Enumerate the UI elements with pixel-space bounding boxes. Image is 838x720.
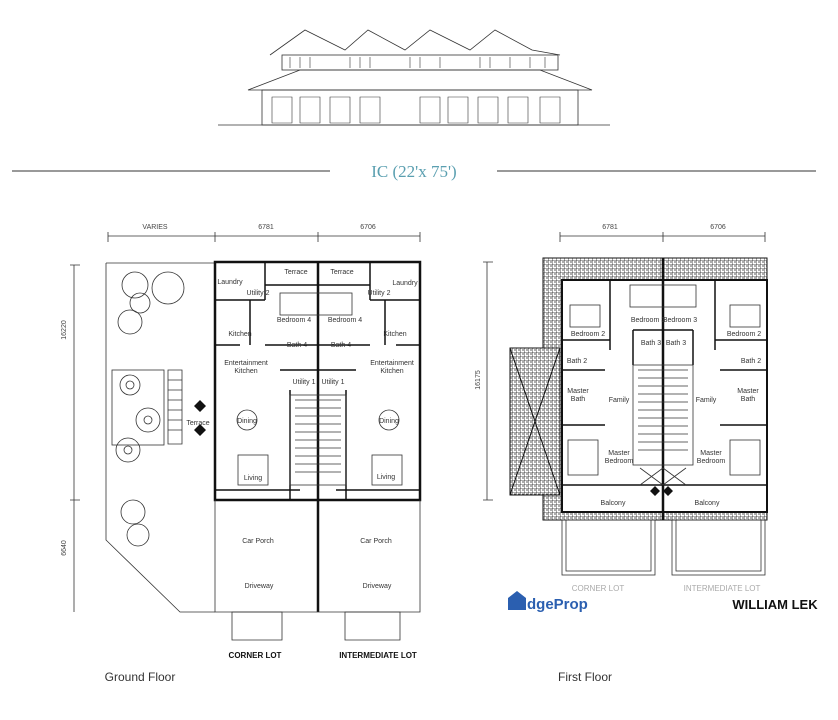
first-floor-room-labels: Bedroom 2 Bedroom 3 Bedroom 3 Bedroom 2 …: [567, 317, 761, 507]
room-label: Kitchen: [234, 368, 257, 375]
lot-label-intermediate: INTERMEDIATE LOT: [684, 584, 761, 593]
lot-label-corner: CORNER LOT: [572, 584, 625, 593]
room-label: Master: [700, 450, 722, 457]
room-label: Balcony: [601, 500, 626, 507]
room-label: Bedroom 3: [663, 317, 697, 324]
room-label: Bedroom: [697, 458, 726, 465]
front-elevation-drawing: [218, 29, 610, 126]
room-label: Utility 1: [293, 379, 316, 386]
room-label: Bedroom 3: [631, 317, 665, 324]
dimension-label: 6706: [360, 224, 376, 231]
room-label: Dining: [237, 418, 257, 425]
house-icon: [508, 591, 526, 610]
room-label: Bedroom 4: [328, 317, 362, 324]
first-floor-dimensions: [483, 232, 766, 501]
dimension-label: 16175: [475, 370, 482, 390]
room-label: Family: [609, 397, 630, 404]
room-label: Utility 1: [322, 379, 345, 386]
edgeprop-logo-text: dgeProp: [527, 596, 588, 613]
room-label: Driveway: [245, 583, 274, 590]
room-label: Bath 2: [567, 358, 587, 365]
room-label: Balcony: [695, 500, 720, 507]
dimension-label: 6706: [710, 224, 726, 231]
ground-floor-plan: [105, 260, 422, 641]
room-label: Bath 4: [331, 342, 351, 349]
agent-name: WILLIAM LEK: [732, 597, 818, 612]
room-label: Terrace: [284, 269, 307, 276]
room-label: Entertainment: [224, 360, 268, 367]
room-label: Master: [608, 450, 630, 457]
dimension-label: VARIES: [142, 224, 167, 231]
room-label: Car Porch: [242, 538, 274, 545]
room-label: Bedroom: [605, 458, 634, 465]
room-label: Dining: [379, 418, 399, 425]
first-floor-caption: First Floor: [558, 670, 612, 684]
room-label: Master: [567, 388, 589, 395]
lot-label-intermediate: INTERMEDIATE LOT: [339, 651, 417, 660]
room-label: Kitchen: [228, 331, 251, 338]
dimension-label: 16220: [61, 320, 68, 340]
room-label: Entertainment: [370, 360, 414, 367]
first-floor-plan: [509, 257, 768, 576]
room-label: Living: [377, 474, 395, 481]
room-label: Utility 2: [368, 290, 391, 297]
dimension-label: 6640: [61, 540, 68, 556]
room-label: Bedroom 2: [571, 331, 605, 338]
room-label: Utility 2: [247, 290, 270, 297]
room-label: Bath 2: [741, 358, 761, 365]
room-label: Kitchen: [383, 331, 406, 338]
room-label: Bath 3: [641, 340, 661, 347]
ground-floor-dimensions: [70, 232, 421, 612]
room-label: Bath: [571, 396, 586, 403]
room-label: Bath 4: [287, 342, 307, 349]
plan-type-title: IC (22'x 75'): [371, 162, 456, 181]
lot-label-corner: CORNER LOT: [229, 651, 282, 660]
room-label: Master: [737, 388, 759, 395]
room-label: Terrace: [330, 269, 353, 276]
room-label: Bedroom 4: [277, 317, 311, 324]
room-label: Terrace: [186, 420, 209, 427]
room-label: Kitchen: [380, 368, 403, 375]
ground-floor-room-labels: Laundry Utility 2 Terrace Terrace Laundr…: [186, 269, 418, 590]
dimension-label: 6781: [602, 224, 618, 231]
room-label: Bath: [741, 396, 756, 403]
room-label: Family: [696, 397, 717, 404]
room-label: Driveway: [363, 583, 392, 590]
room-label: Laundry: [392, 280, 418, 287]
room-label: Bath 3: [666, 340, 686, 347]
room-label: Car Porch: [360, 538, 392, 545]
room-label: Living: [244, 475, 262, 482]
room-label: Bedroom 2: [727, 331, 761, 338]
edgeprop-logo: dgeProp: [508, 591, 588, 613]
room-label: Laundry: [217, 279, 243, 286]
dimension-label: 6781: [258, 224, 274, 231]
ground-floor-caption: Ground Floor: [105, 670, 176, 684]
